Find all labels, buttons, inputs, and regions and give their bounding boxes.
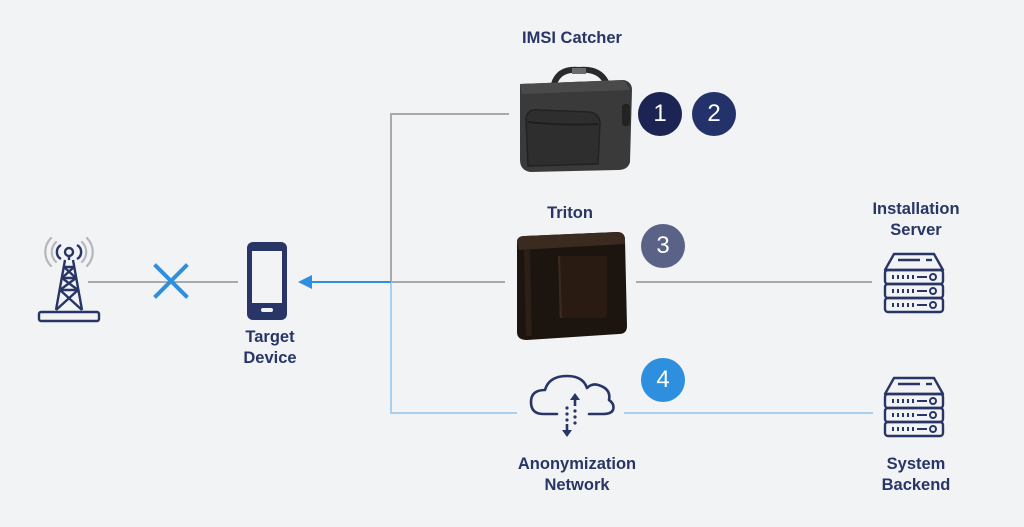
imsi-catcher-link [390,113,509,282]
step-badge-4: 4 [641,358,685,402]
arrowhead-icon [298,275,312,289]
system-backend-server-icon [883,376,945,438]
installation-server-label: Installation Server [872,200,960,239]
cloud-transfer-icon [529,374,615,437]
target-device-label: Target Device [243,328,297,367]
smartphone-icon [247,242,287,320]
cross-icon [153,263,189,299]
cell-tower-icon [37,236,101,323]
triton-label: Triton [547,204,593,222]
triton-device-photo [517,232,627,340]
system-backend-label: System Backend [881,455,951,494]
anonymization-link [390,282,517,414]
bag-device-photo [520,66,632,172]
step-badge-2: 2 [692,92,736,136]
step-badge-1: 1 [638,92,682,136]
step-badge-3: 3 [641,224,685,268]
anonymization-network-label: Anonymization Network [517,455,637,494]
imsi-catcher-label: IMSI Catcher [522,29,622,47]
installation-server-icon [883,252,945,314]
